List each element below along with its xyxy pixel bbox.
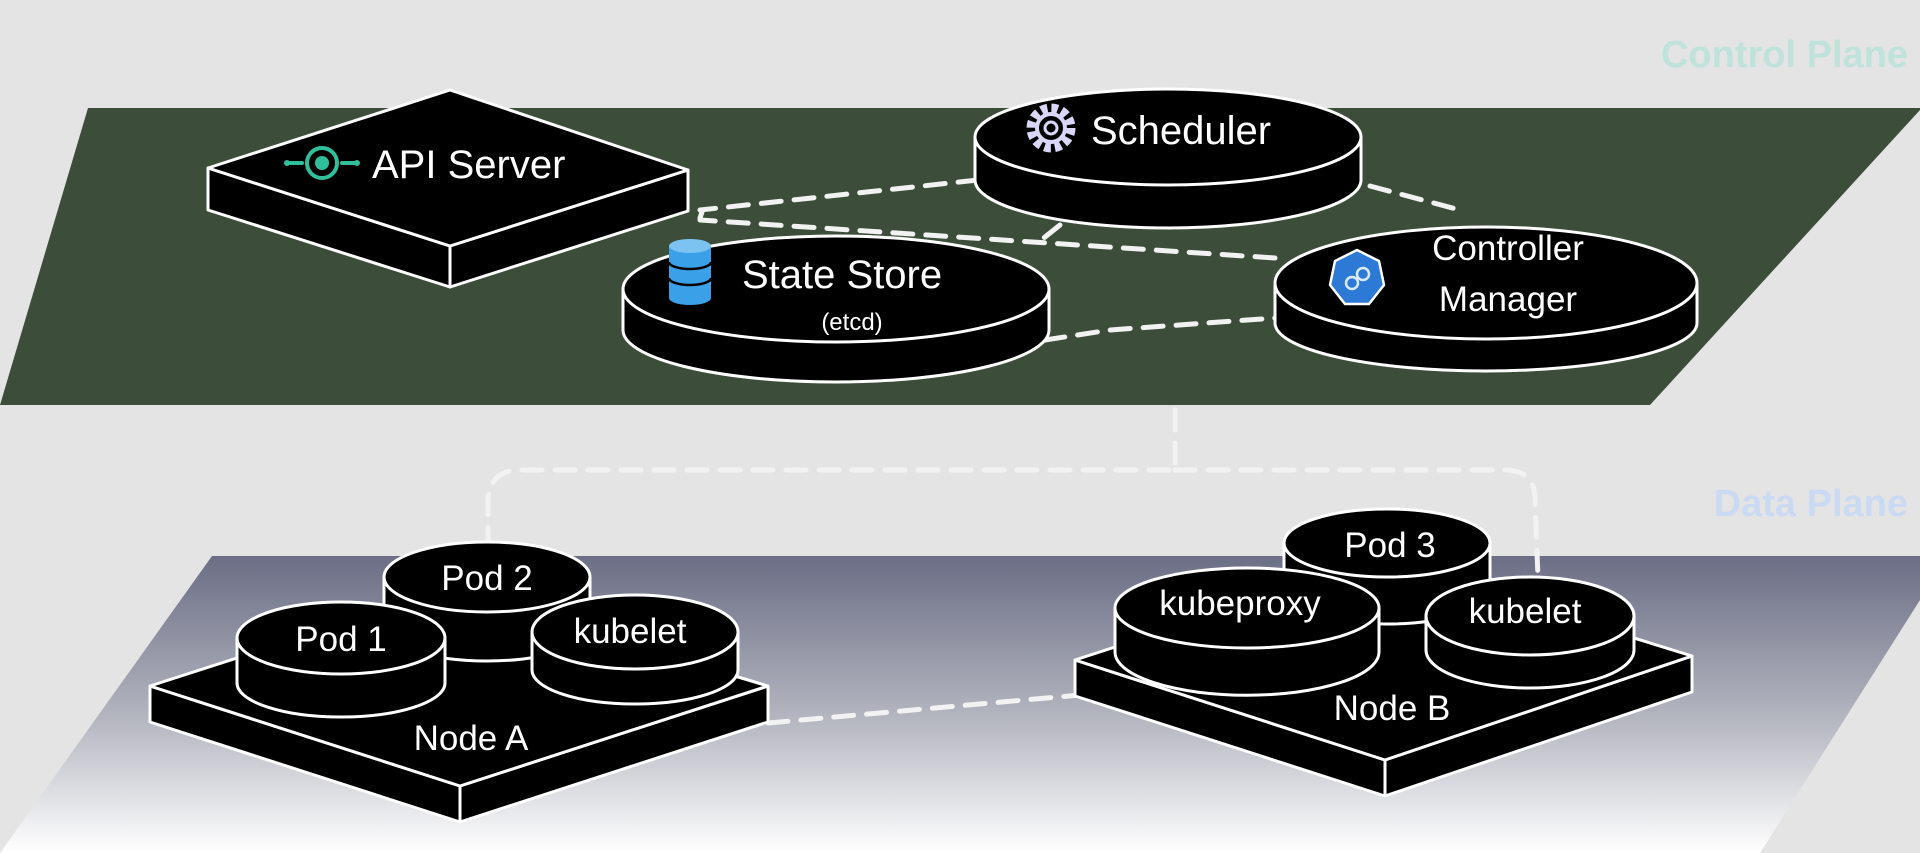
controller-manager-label-line1: Controller [1432,229,1584,268]
database-icon [667,239,713,305]
api-server-label: API Server [372,143,565,187]
api-server-top [206,88,690,248]
connector-data-right [1172,467,1541,581]
node-b: Node B Pod 3 kubeproxy kubelet [1073,507,1694,798]
control-plane-title: Control Plane [1661,34,1908,76]
node-b-kubelet: kubelet [1424,575,1636,690]
gear-icon [1026,103,1076,153]
controller-icon [1328,248,1386,306]
api-server-icon [284,146,360,180]
kubeproxy: kubeproxy [1113,566,1381,697]
api-server-block: API Server [206,88,690,289]
node-b-label: Node B [1334,689,1451,728]
node-a-label: Node A [414,719,529,758]
scheduler-label: Scheduler [1091,109,1271,153]
connector-lines [485,177,1541,726]
controller-manager-block: Controller Manager [1273,225,1699,373]
pod-1: Pod 1 [235,600,447,719]
node-a-kubelet: kubelet [530,593,740,706]
controller-manager-label-line2: Manager [1439,280,1577,319]
scheduler-top [973,87,1363,187]
node-b-kubelet-label: kubelet [1469,592,1582,631]
scheduler-block: Scheduler [973,87,1363,230]
connector-scheduler-controller [1367,183,1463,213]
state-store-block: State Store (etcd) [621,234,1051,384]
state-store-label: State Store [742,253,942,297]
kubeproxy-label: kubeproxy [1159,584,1321,623]
node-a-kubelet-label: kubelet [574,612,687,651]
pod-1-label: Pod 1 [295,620,386,659]
state-store-sublabel: (etcd) [821,309,882,336]
controller-manager-top [1273,225,1699,341]
connector-node-a-node-b [765,692,1083,726]
pod-2-label: Pod 2 [441,559,532,598]
connector-control-to-data [485,407,1178,548]
connector-store-controller [1042,315,1278,343]
pod-3-label: Pod 3 [1344,526,1435,565]
connector-scheduler-down [1032,222,1063,248]
connector-scheduler-api [697,177,981,213]
connector-controller-api [697,217,1278,261]
node-a: Node A Pod 2 Pod 1 kubelet [148,540,770,824]
data-plane-title: Data Plane [1714,483,1908,525]
connector-store-api [697,209,705,221]
state-store-top [621,234,1051,344]
